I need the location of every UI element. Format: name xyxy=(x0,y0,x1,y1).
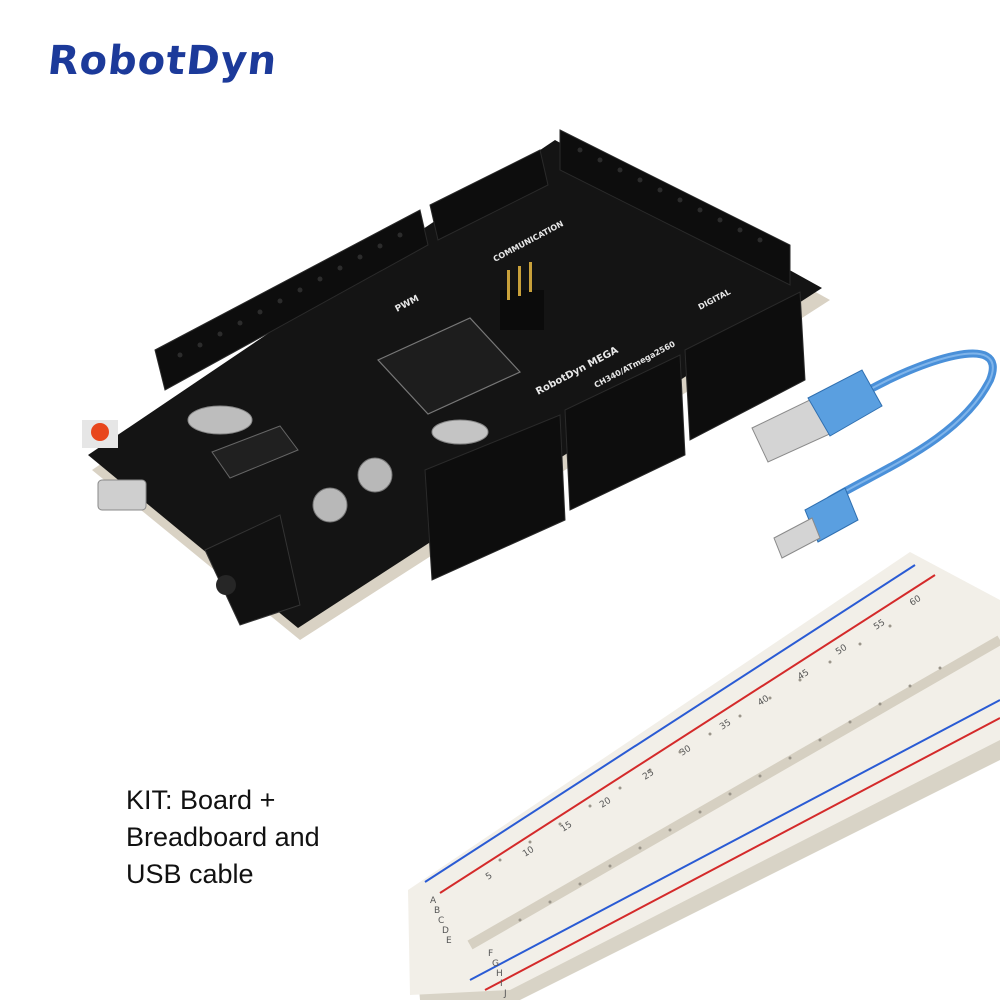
kit-caption: KIT: Board + Breadboard and USB cable xyxy=(126,782,320,893)
breadboard-row-letters: A B C D E F G H I J xyxy=(430,896,507,999)
row-letter: F xyxy=(488,949,493,959)
row-letter: J xyxy=(503,989,507,999)
kit-caption-line-2: Breadboard and xyxy=(126,822,320,852)
crystal-oscillator-2 xyxy=(431,419,489,445)
kit-caption-line-1: KIT: Board + xyxy=(126,785,276,815)
breadboard-body xyxy=(408,552,1000,995)
header-pins-bottom xyxy=(424,291,806,581)
breadboard-holes xyxy=(498,624,942,922)
rail-positive-bottom xyxy=(484,717,1000,991)
row-letter: E xyxy=(446,936,452,946)
row-letter: I xyxy=(500,979,503,989)
mini-usb-connector xyxy=(773,517,821,559)
row-letter: H xyxy=(496,969,503,979)
mcu-chip xyxy=(376,317,522,415)
usb-cable xyxy=(751,349,997,559)
rail-positive-top xyxy=(439,574,936,894)
icsp-header xyxy=(500,262,544,330)
row-letter: A xyxy=(430,896,437,906)
breadboard-center-channel xyxy=(467,635,1000,950)
dc-power-jack xyxy=(204,514,301,626)
capacitor-2 xyxy=(357,457,393,493)
crystal-oscillator xyxy=(187,405,253,435)
capacitor xyxy=(312,487,348,523)
row-letter: B xyxy=(434,906,440,916)
rail-negative-top xyxy=(424,564,916,883)
rail-negative-bottom xyxy=(469,699,1000,981)
micro-usb-port xyxy=(97,479,147,511)
row-letter: G xyxy=(492,959,499,969)
usb-a-housing xyxy=(807,369,883,437)
row-letter: C xyxy=(438,916,444,926)
reset-button xyxy=(91,423,109,441)
kit-caption-line-3: USB cable xyxy=(126,859,254,889)
header-pin-holes xyxy=(177,147,763,358)
arduino-mega-board: RobotDyn MEGA CH340/ATmega2560 PWM COMMU… xyxy=(82,129,830,640)
row-letter: D xyxy=(442,926,449,936)
usb-interface-chip xyxy=(211,425,299,479)
column-number: 5 xyxy=(484,871,494,883)
breadboard: 5 10 15 20 25 30 35 40 45 50 55 60 A B C… xyxy=(408,552,1000,1000)
